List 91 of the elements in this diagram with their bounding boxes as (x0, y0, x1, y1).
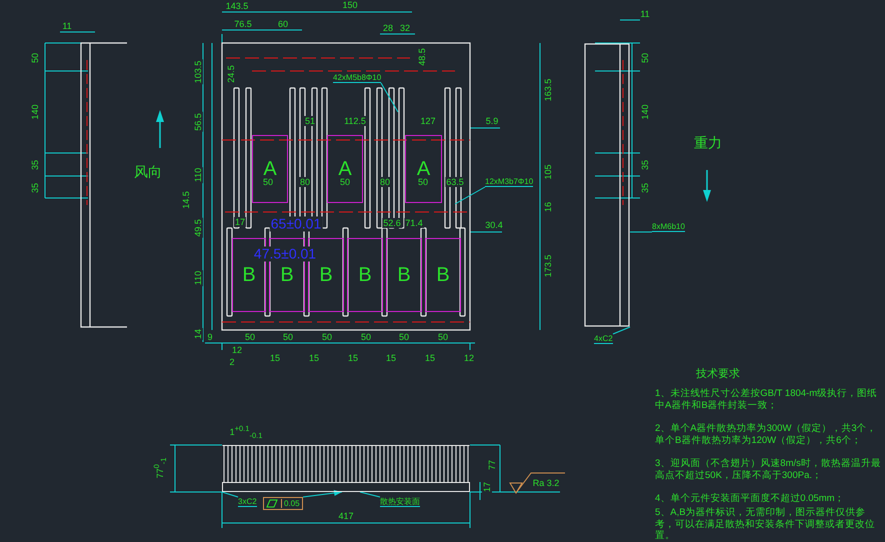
component-outline: B (347, 238, 383, 312)
dimension-value: 50 (640, 52, 650, 64)
dimension-value: 15 (424, 353, 436, 363)
dimension-value: 9 (206, 332, 214, 342)
dimension-value: 2 (228, 357, 236, 367)
requirement-note: 4、单个元件安装面平面度不超过0.05mm； (655, 493, 846, 504)
dimension-value: 35 (30, 159, 40, 171)
dimension-value: 50 (244, 332, 256, 342)
dimension-value: 15 (269, 353, 281, 363)
side-view-drawing (584, 43, 630, 327)
callout-note: 4xC2 (594, 334, 613, 344)
dimension-value: 17 (482, 481, 492, 493)
component-outline: B (425, 238, 461, 312)
dimension-value: 52.6 (382, 218, 402, 228)
dimension-value: 140 (640, 103, 650, 121)
callout-note: 3xC2 (238, 497, 257, 507)
dimension-value: 28 (382, 23, 394, 33)
tolerance-value: 0.05 (281, 499, 300, 508)
leader-line (612, 326, 630, 334)
dimension-value: 17 (234, 217, 246, 227)
dimension-value: 80 (299, 177, 311, 187)
dimension-value: 48.5 (417, 47, 427, 67)
dimension-value: 24.5 (226, 64, 236, 84)
dimension-value: 35 (640, 159, 650, 171)
component-outline: B (386, 238, 422, 312)
dimension-value: 50 (282, 332, 294, 342)
dimension-value: 50 (398, 332, 410, 342)
direction-label: 重力 (693, 136, 723, 150)
dimension-value: 50 (360, 332, 372, 342)
dimension-value: 417 (337, 511, 355, 521)
dimension-value: 14.5 (181, 190, 191, 210)
dimension-value: 32 (399, 23, 411, 33)
dimension-value: 50 (437, 332, 449, 342)
dimension-value: 35 (640, 182, 650, 194)
dimension-value: 51 (304, 116, 316, 126)
requirement-note: 1、未注线性尺寸公差按GB/T 1804-m级执行，图纸中A器件和B器件封装一致； (655, 388, 878, 411)
leader-line (302, 490, 342, 498)
dimension-value: 49.5 (193, 218, 203, 238)
dimension-value: 16 (543, 201, 553, 213)
dimension-value: 35 (30, 182, 40, 194)
dimension-value: 50 (30, 52, 40, 64)
callout-note: 8xM6b10 (652, 222, 685, 232)
leader-line (222, 492, 238, 498)
dimension-value: 173.5 (543, 254, 553, 278)
callout-note: 12xM3b7Φ10 (485, 177, 534, 187)
leader-line (454, 186, 486, 204)
dimension-value: 77 (487, 459, 497, 471)
dimension-value: 11 (639, 9, 651, 19)
dimension-value: 50 (262, 177, 274, 187)
heatsink-side-view-drawing (222, 445, 470, 492)
dimension-value: 15 (308, 353, 320, 363)
dimension-value: 50 (417, 177, 429, 187)
dimension-value: 143.5 (224, 1, 250, 11)
dimension-value: 15 (385, 353, 397, 363)
leader-line (360, 492, 380, 498)
dimension-value: 14 (193, 328, 203, 340)
dimension-value: 11 (61, 21, 73, 31)
dimension-value: 71.4 (404, 218, 424, 228)
dimension-value: 12 (463, 353, 475, 363)
dimension-value: Ra 3.2 (532, 478, 560, 488)
notes-heading: 技术要求 (695, 368, 741, 380)
dimension-value: 163.5 (543, 78, 553, 102)
dimension-value: 47.5±0.01 (252, 246, 318, 262)
dimension-value: 103.5 (193, 60, 203, 84)
dimension-value: 12 (231, 345, 243, 355)
dimension-value: 5.9 (484, 116, 500, 126)
flatness-tolerance-frame (263, 497, 303, 510)
dimension-value: 50 (321, 332, 333, 342)
callout-note: 42xM5b8Φ10 (333, 73, 382, 83)
dimension-value: 76.5 (233, 19, 253, 29)
requirement-note: 3、迎风面（不含翅片）风速8m/s时，散热器温升最高点不超过50K，压降不高于300Pa.； (655, 458, 881, 481)
dimension-value: 60 (277, 19, 289, 29)
leader-line (380, 82, 398, 112)
dimension-value: 110 (193, 270, 203, 286)
dimension-value: 105 (543, 163, 553, 181)
dimension-value: 150 (341, 0, 359, 10)
direction-label: 风向 (133, 164, 163, 180)
dimension-value: 127 (419, 116, 437, 126)
dimension-value: 140 (30, 103, 40, 121)
dimension-value: 110 (193, 166, 203, 184)
dimension-value: 80 (379, 177, 391, 187)
dimension-value: 15 (347, 353, 359, 363)
dimension-value: 50 (339, 177, 351, 187)
dimension-value: 65±0.01 (270, 216, 322, 232)
callout-note: 散热安装面 (380, 497, 420, 507)
dimension-value: 56.5 (193, 112, 203, 132)
dimension-value: 112.5 (343, 116, 367, 126)
dimension-value: 63.5 (445, 177, 465, 187)
dimension-value: 30.4 (484, 220, 504, 230)
requirement-note: 5、A,B为器件标识，无需印制，图示器件仅供参考，可以在满足散热和安装条件下调整或者更改位置。 (655, 507, 876, 542)
requirement-note: 2、单个A器件散热功率为300W（假定），共3个，单个B器件散热功率为120W（假定），共6个； (655, 423, 878, 446)
